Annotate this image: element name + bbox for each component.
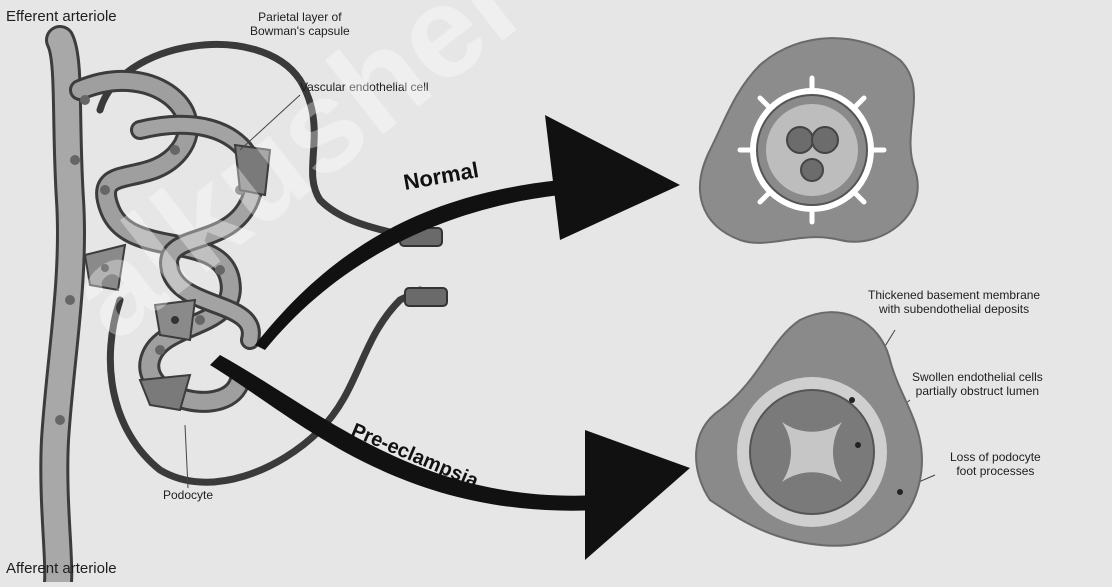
normal-label: Normal — [402, 157, 481, 195]
thickened-membrane-label: Thickened basement membrane with subendo… — [868, 288, 1040, 316]
swollen-endothelial-cells-label: Swollen endothelial cells partially obst… — [912, 370, 1043, 398]
vessel-stubs — [400, 228, 447, 306]
parietal-layer-label: Parietal layer of Bowman's capsule — [250, 10, 350, 38]
afferent-arteriole-label: Afferent arteriole — [6, 560, 117, 577]
podocyte-label: Podocyte — [163, 488, 213, 502]
pre-eclampsia-capillary-cross-section — [696, 312, 922, 546]
arteriole-vessel — [54, 40, 71, 582]
loss-podocyte-label: Loss of podocyte foot processes — [950, 450, 1041, 478]
vascular-endothelial-cell-label: Vascular endothelial cell — [300, 80, 429, 94]
efferent-arteriole-label: Efferent arteriole — [6, 8, 117, 25]
normal-arrow — [255, 115, 680, 350]
normal-capillary-cross-section — [700, 38, 918, 243]
bowmans-capsule — [100, 44, 420, 482]
